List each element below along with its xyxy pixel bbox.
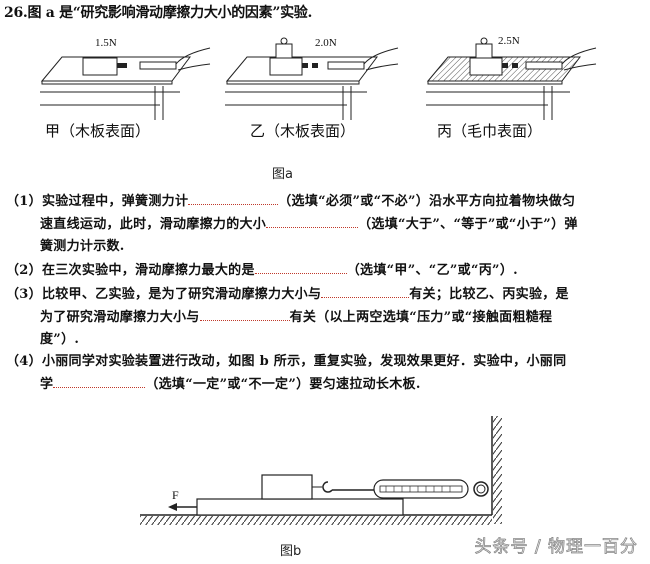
part-2-line-1: （2）在三次实验中，滑动摩擦力最大的是（选填“甲”、“乙”或“丙”）. <box>6 259 518 282</box>
figure-b: F 图b <box>130 410 510 560</box>
answer-blank-6[interactable] <box>53 373 146 388</box>
answer-blank-4[interactable] <box>321 283 410 298</box>
part-4-line-1: （4）小丽同学对实验装置进行改动，如图 b 所示，重复实验，发现效果更好．实验中… <box>6 354 567 369</box>
part-2: （2）在三次实验中，滑动摩擦力最大的是（选填“甲”、“乙”或“丙”）. <box>6 259 518 282</box>
panel-label-jia: 甲（木板表面） <box>45 122 151 140</box>
figure-a: 1.5N 2.0N 2.5N 甲（木板表面） 乙（木板表面） 丙（毛巾表面） 图… <box>0 20 650 190</box>
part-1-line-3: 簧测力计示数. <box>40 239 125 254</box>
panel-bing <box>426 37 597 120</box>
panel-label-yi: 乙（木板表面） <box>250 122 356 140</box>
part-3-line-2: 为了研究滑动摩擦力大小与有关（以上两空选填“压力”或“接触面粗糙程 <box>6 306 569 329</box>
part-1-line-1: （1）实验过程中，弹簧测力计（选填“必须”或“不必”）沿水平方向拉着物块做匀 <box>6 190 578 213</box>
figure-a-caption: 图a <box>272 167 293 182</box>
force-reading-yi: 2.0N <box>315 37 337 49</box>
answer-blank-2[interactable] <box>266 213 359 228</box>
force-reading-bing: 2.5N <box>498 35 520 47</box>
part-4-line-2: 学（选填“一定”或“不一定”）要匀速拉动长木板. <box>6 373 566 396</box>
figure-a-drawing <box>40 37 597 120</box>
panel-jia <box>40 47 211 120</box>
figure-b-caption: 图b <box>280 544 302 559</box>
force-label-f: F <box>172 488 179 502</box>
part-1: （1）实验过程中，弹簧测力计（选填“必须”或“不必”）沿水平方向拉着物块做匀 速… <box>6 190 578 258</box>
part-3-line-1: （3）比较甲、乙实验，是为了研究滑动摩擦力大小与有关；比较乙、丙实验，是 <box>6 283 569 306</box>
part-1-line-2: 速直线运动，此时，滑动摩擦力的大小（选填“大于”、“等于”或“小于”）弹 <box>6 213 578 236</box>
question-title: 26.图 a 是“研究影响滑动摩擦力大小的因素”实验. <box>4 5 313 21</box>
part-4: （4）小丽同学对实验装置进行改动，如图 b 所示，重复实验，发现效果更好．实验中… <box>6 351 566 396</box>
watermark: 头条号 / 物理一百分 <box>474 537 638 558</box>
panel-yi <box>225 37 399 120</box>
figure-b-drawing <box>140 416 502 525</box>
panel-label-bing: 丙（毛巾表面） <box>437 122 543 140</box>
answer-blank-3[interactable] <box>254 259 347 274</box>
force-reading-jia: 1.5N <box>95 37 117 49</box>
part-3: （3）比较甲、乙实验，是为了研究滑动摩擦力大小与有关；比较乙、丙实验，是 为了研… <box>6 283 569 351</box>
answer-blank-5[interactable] <box>199 306 290 321</box>
answer-blank-1[interactable] <box>188 190 279 205</box>
part-3-line-3: 度”）. <box>40 332 80 347</box>
